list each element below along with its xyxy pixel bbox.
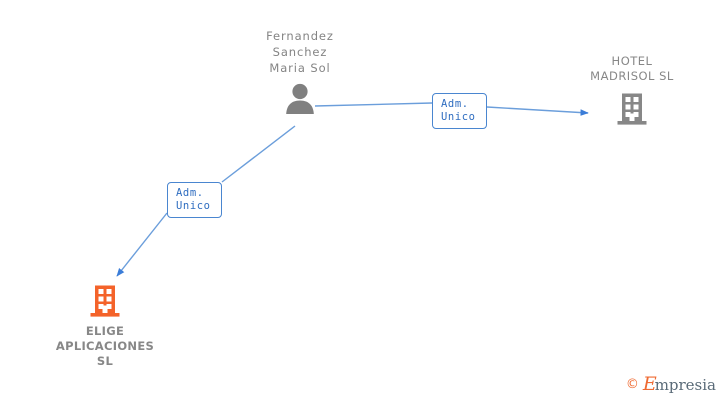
copyright-icon: © <box>625 377 639 392</box>
watermark-empresia: © Empresia <box>626 375 716 394</box>
watermark-brand: Empresia <box>643 375 716 394</box>
edge-line-label-left-to-elige <box>116 212 168 277</box>
node-company-hotel-label: HOTEL MADRISOL SL <box>590 54 674 83</box>
building-icon-hotel <box>557 90 707 128</box>
node-company-elige-label: ELIGE APLICACIONES SL <box>55 324 155 368</box>
edge-line-person-to-label-top <box>314 102 433 107</box>
watermark-brand-initial: E <box>642 373 657 395</box>
node-company-elige[interactable]: ELIGE APLICACIONES SL <box>30 282 180 369</box>
node-person[interactable]: Fernandez Sanchez Maria Sol <box>236 28 364 114</box>
person-icon <box>236 80 364 114</box>
edge-line-label-top-to-hotel <box>486 106 589 116</box>
node-company-hotel[interactable]: HOTEL MADRISOL SL <box>557 54 707 128</box>
node-person-label: Fernandez Sanchez Maria Sol <box>266 29 334 75</box>
building-icon-elige <box>30 282 180 320</box>
edge-label-adm-unico-hotel[interactable]: Adm. Unico <box>432 93 487 129</box>
edge-line-person-to-label-left <box>221 125 296 183</box>
edge-label-adm-unico-elige[interactable]: Adm. Unico <box>167 182 222 218</box>
watermark-brand-rest: mpresia <box>654 376 716 394</box>
